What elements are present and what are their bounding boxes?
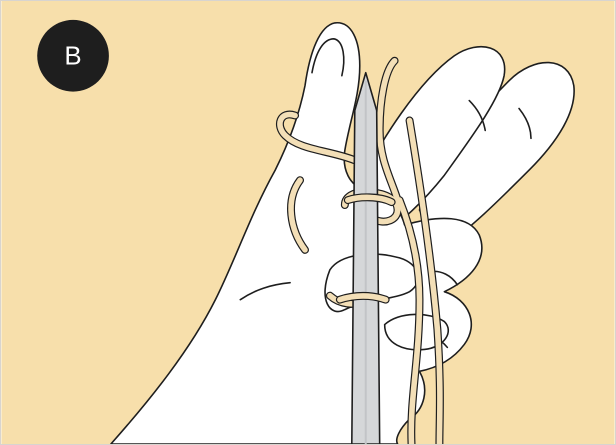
step-badge: B [37,20,109,92]
knitting-needle [352,73,380,444]
step-badge-label: B [64,43,81,71]
